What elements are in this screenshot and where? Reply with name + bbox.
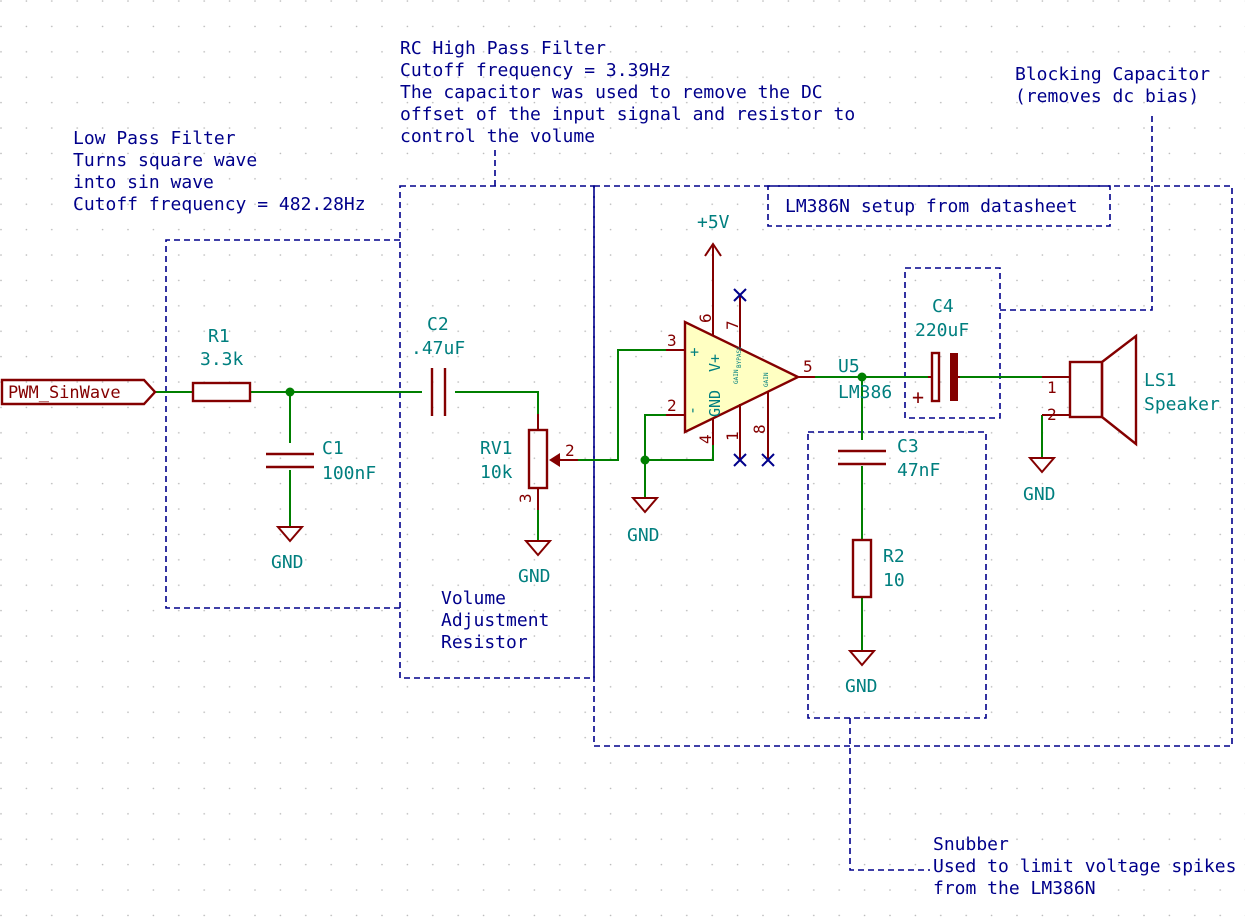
u5-pin-name-gain: GAIN — [733, 369, 740, 384]
u5-pin-5: 5 — [803, 357, 813, 376]
ground-ls1: GND — [1023, 457, 1057, 505]
r1-ref: R1 — [208, 326, 230, 347]
blocking-note-line: (removes dc bias) — [1015, 86, 1199, 107]
volume-note-line: Resistor — [441, 632, 528, 653]
ground-label: GND — [1023, 484, 1056, 505]
ground-r2: GND — [845, 650, 878, 697]
r1-value: 3.3k — [200, 349, 244, 370]
ground-label: GND — [627, 525, 660, 546]
rv1-ref: RV1 — [480, 438, 513, 459]
ground-rv1: GND — [518, 540, 553, 587]
amplifier-u5[interactable]: 3 2 6 7 5 4 1 8 + - GND V+ GAIN BYPASS G… — [666, 295, 892, 460]
volume-note-line: Volume — [441, 588, 506, 609]
u5-ref: U5 — [838, 356, 860, 377]
rv1-pin-3: 3 — [516, 493, 535, 503]
capacitor-c3[interactable]: C3 47nF — [838, 436, 940, 481]
potentiometer-rv1[interactable]: RV1 10k 2 3 — [480, 414, 578, 510]
high-pass-note-line: offset of the input signal and resistor … — [400, 104, 855, 125]
u5-pin-name-gnd: GND — [706, 390, 724, 417]
capacitor-c1[interactable]: C1 100nF — [266, 438, 376, 484]
speaker-ls1[interactable]: 1 2 LS1 Speaker — [1042, 333, 1220, 447]
input-label-shape — [0, 378, 157, 406]
low-pass-note-line: Cutoff frequency = 482.28Hz — [73, 194, 366, 215]
u5-pin-name-minus: - — [683, 406, 701, 415]
snubber-note-line: Snubber — [933, 834, 1009, 855]
blocking-capacitor-box — [904, 112, 1153, 419]
ground-label: GND — [271, 552, 304, 573]
low-pass-note: Low Pass Filter Turns square wave into s… — [73, 128, 366, 215]
ls1-pin-1: 1 — [1047, 378, 1057, 397]
u5-pin-8: 8 — [750, 424, 769, 434]
rv1-pin-2: 2 — [565, 441, 575, 460]
volume-note-line: Adjustment — [441, 610, 549, 631]
c2-ref: C2 — [427, 314, 449, 335]
c3-ref: C3 — [897, 436, 919, 457]
resistor-r1[interactable]: R1 3.3k — [191, 326, 252, 403]
ls1-value: Speaker — [1144, 394, 1220, 415]
lm386-setup-box — [593, 185, 1233, 747]
c2-value: .47uF — [411, 338, 465, 359]
u5-pin-name-bypass: BYPASS — [736, 346, 743, 368]
capacitor-c4[interactable]: C4 220uF + — [912, 296, 969, 409]
high-pass-note-line: Cutoff frequency = 3.39Hz — [400, 60, 671, 81]
c4-polarity: + — [912, 385, 924, 409]
junction-gnd — [640, 455, 650, 465]
r2-value: 10 — [883, 570, 905, 591]
no-connect-markers — [733, 288, 775, 467]
snubber-note-line: from the LM386N — [933, 878, 1096, 899]
u5-pin-name-vplus: V+ — [706, 354, 724, 372]
u5-pin-6: 6 — [696, 313, 715, 323]
low-pass-note-line: Low Pass Filter — [73, 128, 236, 149]
snubber-box — [807, 431, 987, 871]
no-connect-pin-8 — [761, 453, 775, 467]
high-pass-note-line: control the volume — [400, 126, 595, 147]
input-label-text: PWM_SinWave — [8, 383, 121, 403]
low-pass-note-line: Turns square wave — [73, 150, 257, 171]
u5-pin-name-plus: + — [690, 343, 699, 361]
high-pass-note-line: RC High Pass Filter — [400, 38, 606, 59]
lm386-setup-note: LM386N setup from datasheet — [785, 196, 1078, 217]
c4-ref: C4 — [932, 296, 954, 317]
volume-note: Volume Adjustment Resistor — [441, 588, 549, 653]
resistor-r2[interactable]: R2 10 — [851, 538, 905, 599]
power-5v-label: +5V — [697, 212, 730, 233]
c3-value: 47nF — [897, 460, 940, 481]
c1-value: 100nF — [322, 463, 376, 484]
blocking-capacitor-note: Blocking Capacitor (removes dc bias) — [1015, 64, 1210, 107]
high-pass-note-line: The capacitor was used to remove the DC — [400, 82, 823, 103]
u5-pin-4: 4 — [696, 434, 715, 444]
ground-label: GND — [518, 566, 551, 587]
junction-r1-c1 — [285, 387, 295, 397]
input-label-pwm-sinwave[interactable]: PWM_SinWave — [0, 378, 157, 406]
high-pass-note: RC High Pass Filter Cutoff frequency = 3… — [400, 38, 855, 147]
low-pass-note-line: into sin wave — [73, 172, 214, 193]
ground-c1: GND — [271, 526, 305, 573]
no-connect-pin-7 — [733, 288, 747, 302]
u5-pin-name-gain-2: GAIN — [763, 372, 770, 387]
c1-ref: C1 — [322, 438, 344, 459]
c4-value: 220uF — [915, 320, 969, 341]
snubber-note: Snubber Used to limit voltage spikes fro… — [933, 834, 1236, 899]
ground-u5: GND — [627, 497, 660, 546]
r2-ref: R2 — [883, 546, 905, 567]
no-connect-pin-1 — [733, 453, 747, 467]
power-5v: +5V — [697, 212, 730, 305]
ls1-ref: LS1 — [1144, 370, 1177, 391]
u5-pin-3: 3 — [667, 331, 677, 350]
ground-label: GND — [845, 676, 878, 697]
capacitor-c2[interactable]: C2 .47uF — [411, 314, 465, 416]
u5-pin-2: 2 — [667, 396, 677, 415]
u5-pin-1: 1 — [723, 431, 742, 441]
blocking-note-line: Blocking Capacitor — [1015, 64, 1210, 85]
junction-output — [857, 372, 867, 382]
snubber-note-line: Used to limit voltage spikes — [933, 856, 1236, 877]
u5-value: LM386 — [838, 382, 892, 403]
ls1-pin-2: 2 — [1047, 405, 1057, 424]
rv1-value: 10k — [480, 462, 513, 483]
u5-pin-7: 7 — [723, 320, 742, 330]
